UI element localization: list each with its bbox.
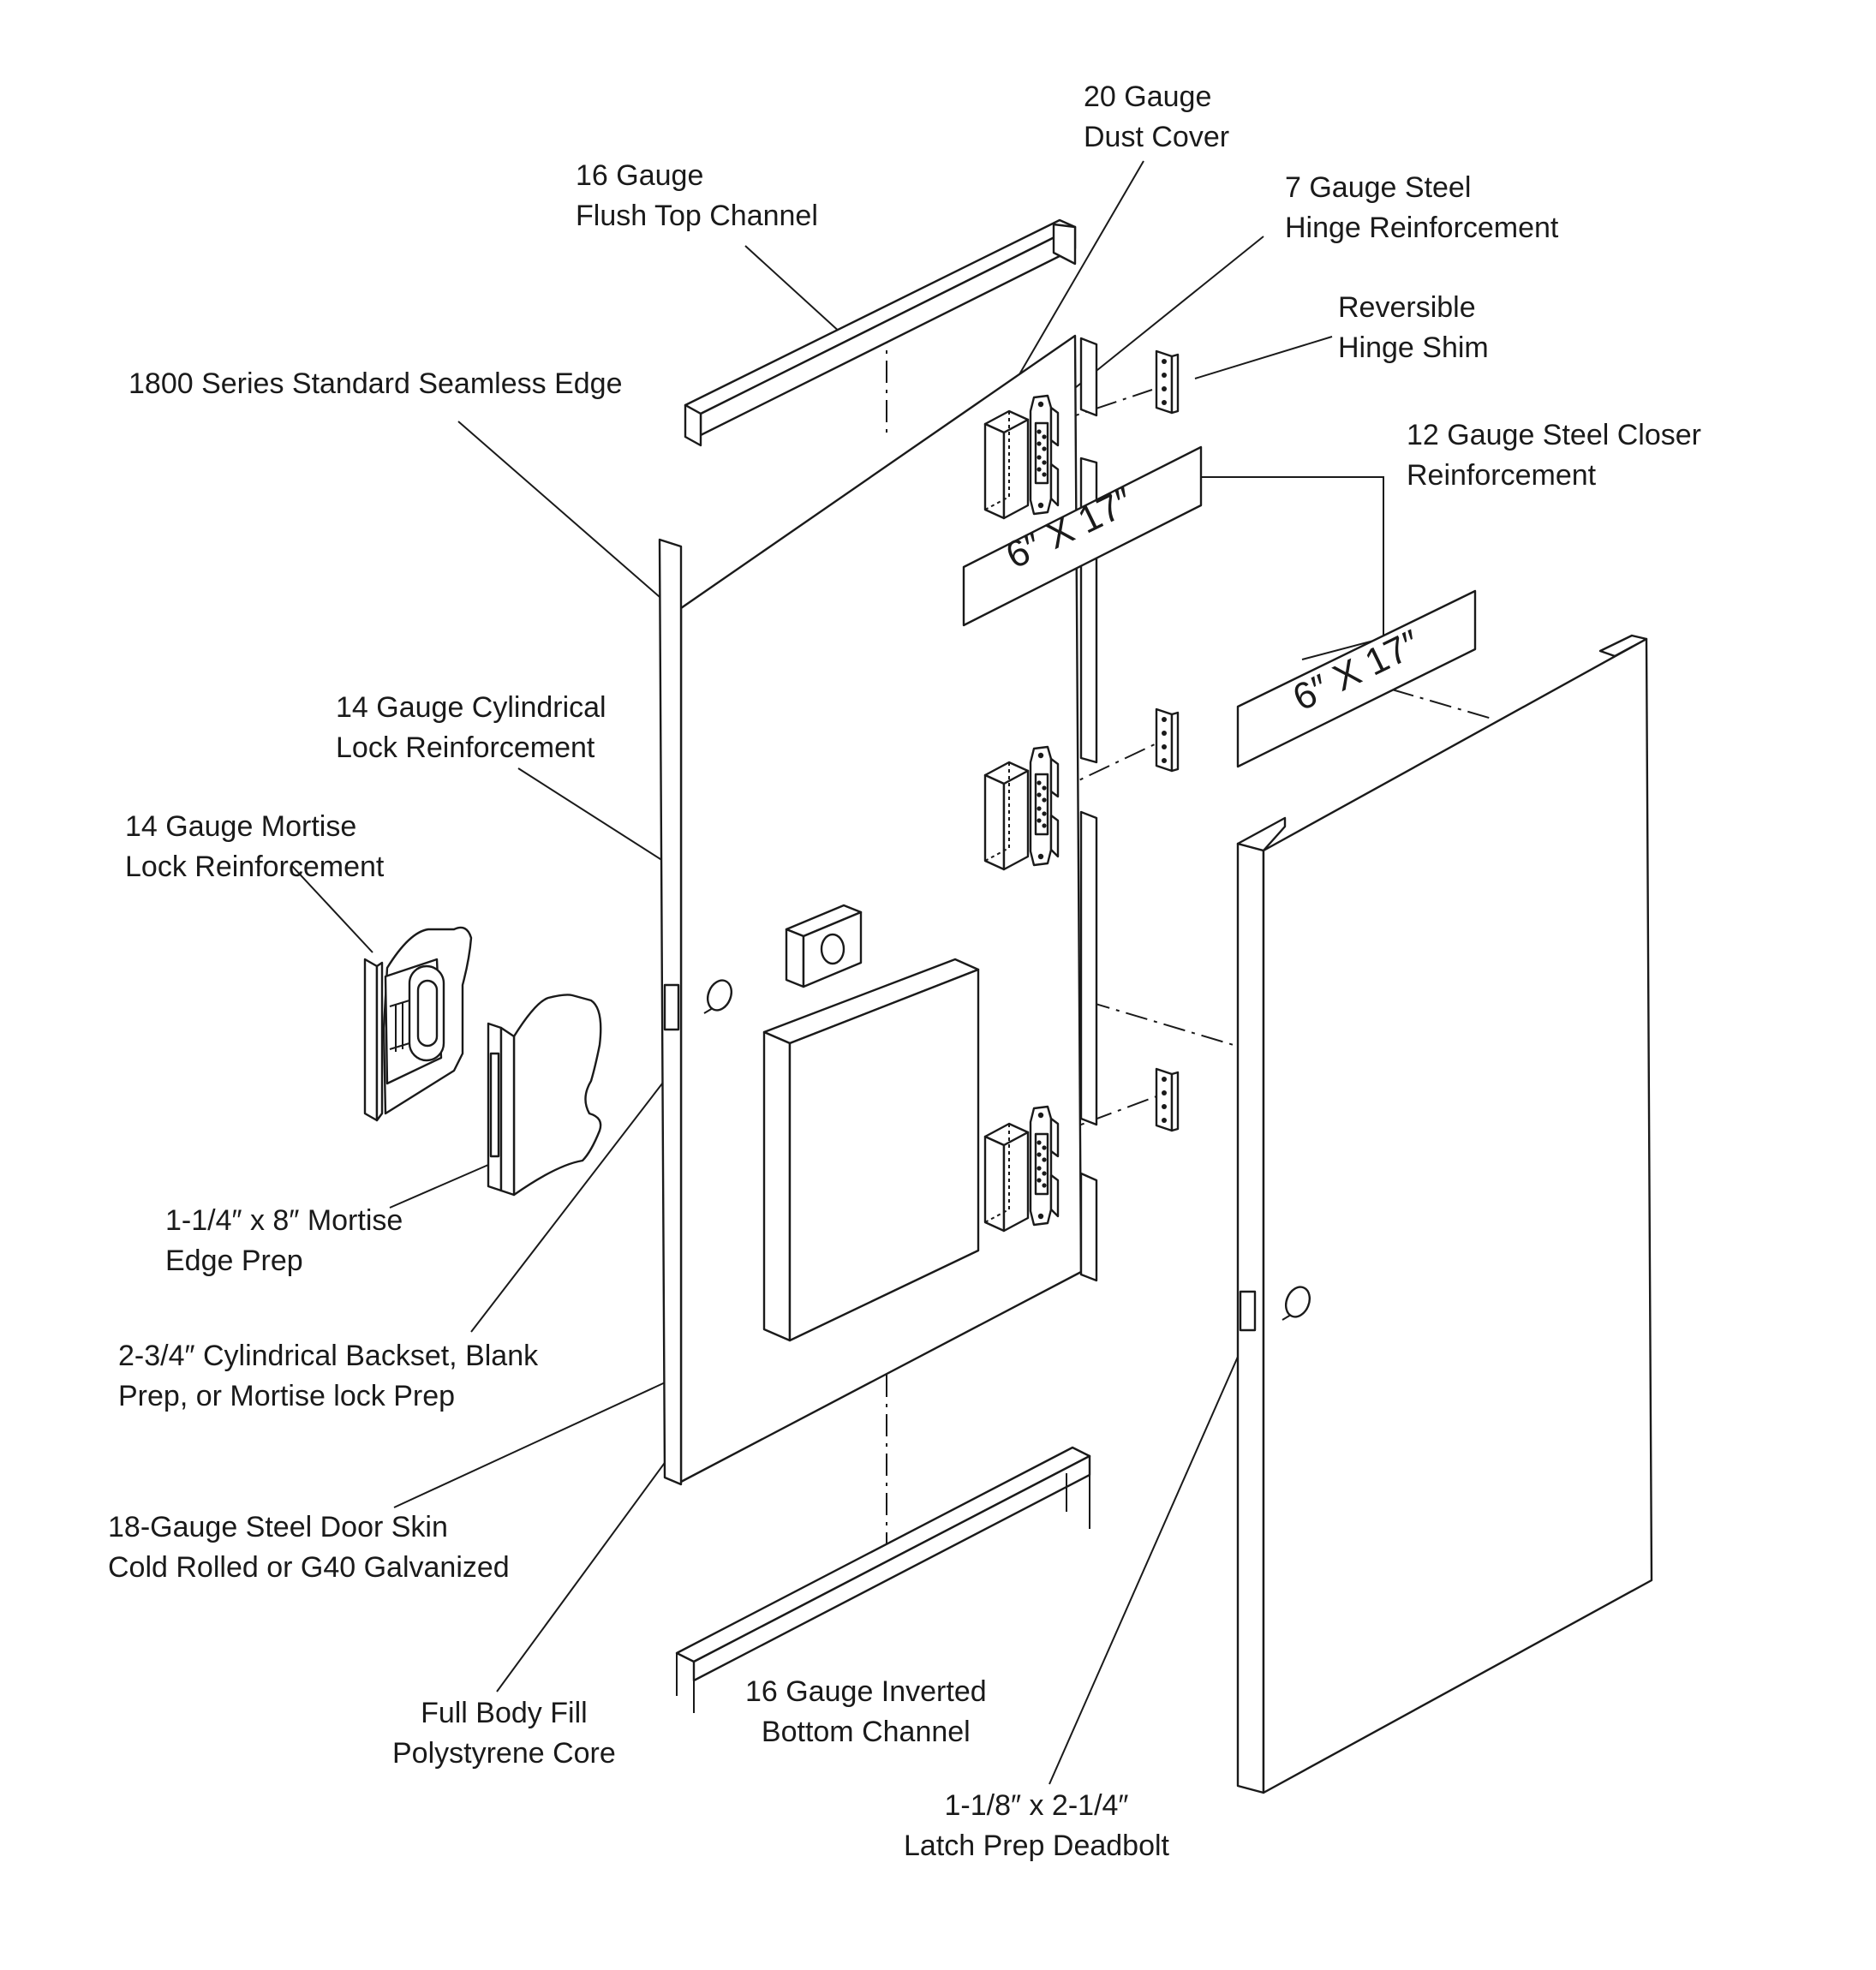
hinge-reinforcements [1029,394,1060,1227]
hinge-shims [1155,349,1180,1132]
label-latch-prep: 1-1/8″ x 2-1/4″Latch Prep Deadbolt [904,1789,1169,1862]
label-seamless-edge: 1800 Series Standard Seamless Edge [128,367,623,400]
mortise-lock-reinforcement [363,926,473,1122]
dust-covers [983,409,1030,1233]
hinge-edge-channels [1079,337,1098,1282]
closer-reinforcement-plates [962,445,1477,768]
top-channel [684,218,1077,447]
cylindrical-lock-reinforcement [785,904,863,988]
polystyrene-core [762,958,980,1342]
front-door-skin [1236,634,1653,1794]
bottom-channel [675,1446,1091,1713]
mortise-edge-prep [487,994,602,1197]
